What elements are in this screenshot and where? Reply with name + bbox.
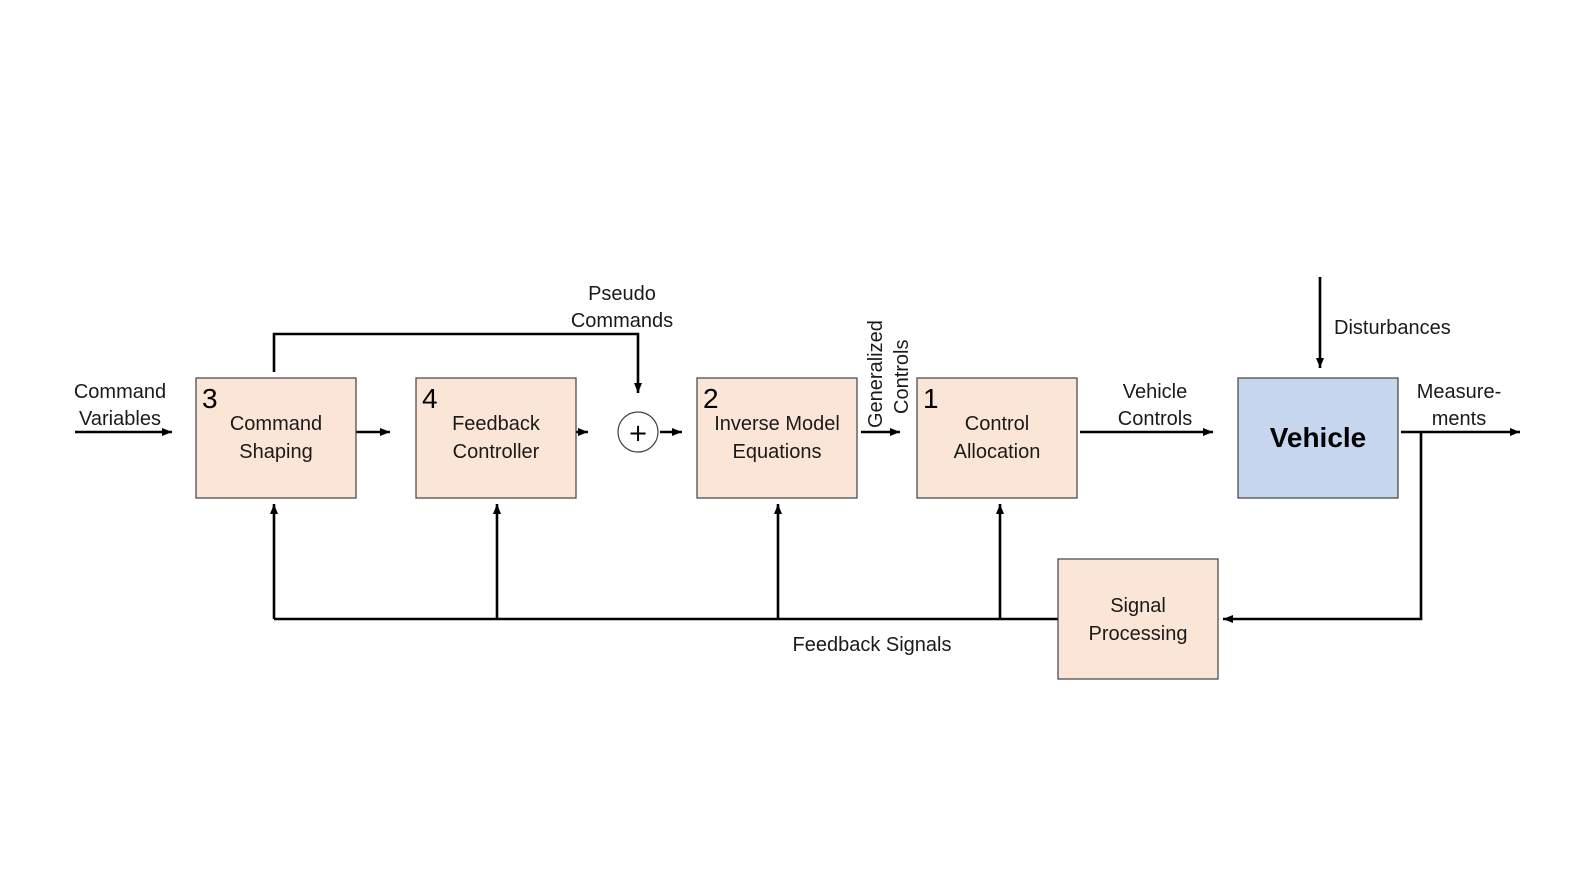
pseudo-commands-arrow (272, 332, 642, 393)
block-label-line1: Command (230, 413, 322, 435)
command-variables-label-line1: Command (74, 381, 166, 403)
vehicle-controls-label-line2: Controls (1118, 408, 1192, 430)
pseudo-commands-label-line2: Commands (571, 310, 673, 332)
block-inverse-model-equations: 2 Inverse Model Equations (696, 377, 858, 499)
vehicle-controls-label-line1: Vehicle (1123, 381, 1188, 403)
command-variables-label-line2: Variables (79, 408, 161, 430)
block-number: 3 (202, 383, 218, 414)
block-label-line2: Shaping (239, 441, 312, 463)
generalized-controls-label-line2: Controls (891, 340, 913, 414)
block-label-line2: Allocation (954, 441, 1041, 463)
block-number: 4 (422, 383, 438, 414)
measurements-label-line2: ments (1432, 408, 1486, 430)
disturbances-label: Disturbances (1334, 317, 1451, 339)
block-label-line1: Feedback (452, 413, 541, 435)
plus-sign: + (628, 419, 648, 447)
feedback-signals-label: Feedback Signals (793, 634, 952, 656)
block-label-line1: Inverse Model (714, 413, 840, 435)
block-label-line1: Signal (1110, 595, 1166, 617)
block-feedback-controller: 4 Feedback Controller (415, 377, 577, 499)
measurements-label-line1: Measure- (1417, 381, 1501, 403)
block-signal-processing: Signal Processing (1057, 558, 1219, 680)
summing-junction: + (617, 411, 659, 453)
block-control-allocation: 1 Control Allocation (916, 377, 1078, 499)
block-number: 1 (923, 383, 939, 414)
measurement-feedback-arrow (1223, 432, 1423, 623)
block-label-line2: Equations (733, 441, 822, 463)
block-number: 2 (703, 383, 719, 414)
block-label-line2: Controller (453, 441, 540, 463)
vehicle-label: Vehicle (1270, 422, 1367, 453)
block-label-line1: Control (965, 413, 1029, 435)
connections (75, 277, 1520, 623)
block-vehicle: Vehicle (1237, 377, 1399, 499)
pseudo-commands-label-line1: Pseudo (588, 283, 656, 305)
block-label-line2: Processing (1089, 623, 1188, 645)
generalized-controls-label-line1: Generalized (865, 320, 887, 428)
signal-labels: Command Variables Pseudo Commands Genera… (74, 283, 1501, 656)
block-command-shaping: 3 Command Shaping (195, 377, 357, 499)
